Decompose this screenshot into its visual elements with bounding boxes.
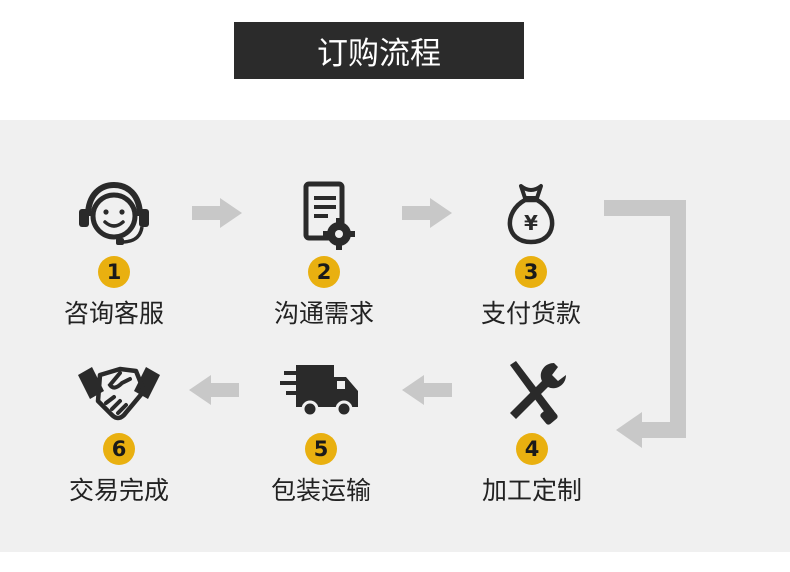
step-number-badge: 2 — [308, 256, 340, 288]
document-gear-icon — [234, 180, 414, 252]
step-number-badge: 5 — [305, 433, 337, 465]
step-number-badge: 3 — [515, 256, 547, 288]
arrow-right-icon — [402, 198, 452, 228]
step-label: 交易完成 — [68, 476, 169, 505]
step-label: 支付货款 — [480, 299, 581, 328]
handshake-icon — [29, 357, 209, 429]
page-title: 订购流程 — [234, 22, 524, 79]
step-label: 包装运输 — [270, 476, 371, 505]
wrench-screwdriver-icon — [442, 357, 622, 429]
step-label: 咨询客服 — [63, 299, 164, 328]
headset-icon — [24, 180, 204, 252]
arrow-left-icon — [402, 375, 452, 405]
svg-text:¥: ¥ — [524, 211, 538, 235]
step-number-badge: 4 — [516, 433, 548, 465]
title-text: 订购流程 — [317, 36, 441, 72]
delivery-truck-icon — [231, 357, 411, 429]
arrow-left-icon — [189, 375, 239, 405]
step-number-badge: 1 — [98, 256, 130, 288]
money-bag-icon: ¥ — [441, 180, 621, 252]
bracket-arrow-icon — [604, 200, 686, 448]
step-label: 沟通需求 — [273, 299, 374, 328]
step-label: 加工定制 — [481, 476, 582, 505]
arrow-right-icon — [192, 198, 242, 228]
step-number-badge: 6 — [103, 433, 135, 465]
